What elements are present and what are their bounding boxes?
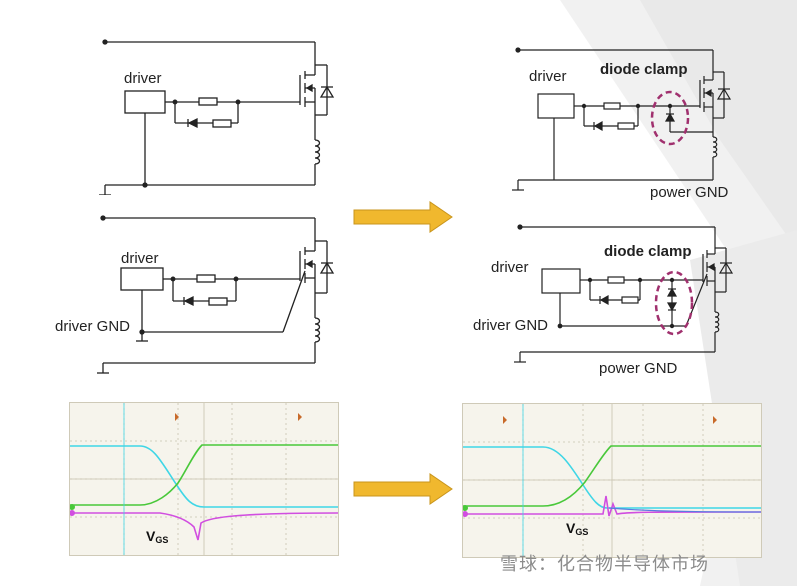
resistor-icon bbox=[198, 97, 218, 106]
resistor-icon bbox=[603, 102, 621, 110]
diode-icon bbox=[183, 295, 194, 307]
resistor-icon bbox=[196, 274, 216, 283]
driver-label-2: driver bbox=[121, 250, 159, 267]
diode-icon bbox=[666, 302, 678, 312]
driver-gnd-label-left: driver GND bbox=[55, 318, 131, 335]
clamp-highlight-ellipse bbox=[654, 270, 694, 336]
diode-icon bbox=[187, 117, 198, 129]
circuit-mid-left bbox=[97, 215, 335, 374]
diode-icon bbox=[664, 112, 676, 122]
resistor-icon bbox=[607, 276, 625, 284]
inductor-icon bbox=[314, 139, 321, 165]
clamp-highlight-ellipse bbox=[650, 90, 690, 146]
power-gnd-label-1: power GND bbox=[650, 184, 729, 201]
vgs-label-1: VGS bbox=[146, 528, 169, 545]
resistor-icon bbox=[617, 122, 635, 130]
driver-gnd-label-right: driver GND bbox=[473, 317, 549, 334]
resistor-icon bbox=[621, 296, 639, 304]
oscilloscope-before bbox=[69, 402, 339, 556]
diode-icon bbox=[599, 294, 609, 306]
driver-label-1: driver bbox=[124, 70, 162, 87]
diode-icon bbox=[593, 120, 603, 132]
circuit-top-left bbox=[99, 39, 335, 195]
oscilloscope-after bbox=[462, 403, 762, 558]
resistor-icon bbox=[208, 297, 228, 306]
resistor-icon bbox=[212, 119, 232, 128]
arrow-right-icon bbox=[353, 201, 453, 233]
inductor-icon bbox=[712, 136, 718, 158]
inductor-icon bbox=[314, 317, 321, 343]
watermark: 雪球：化合物半导体市场 bbox=[500, 554, 709, 575]
diode-clamp-label-1: diode clamp bbox=[600, 61, 688, 78]
driver-label-3: driver bbox=[529, 68, 567, 85]
circuit-top-right bbox=[512, 47, 732, 191]
diode-icon bbox=[666, 287, 678, 297]
diode-clamp-label-2: diode clamp bbox=[604, 243, 692, 260]
driver-label-4: driver bbox=[491, 259, 529, 276]
power-gnd-label-2: power GND bbox=[599, 360, 678, 377]
vgs-label-2: VGS bbox=[566, 520, 589, 537]
arrow-right-icon bbox=[353, 473, 453, 505]
circuit-bottom-right bbox=[514, 224, 734, 363]
inductor-icon bbox=[714, 311, 720, 333]
